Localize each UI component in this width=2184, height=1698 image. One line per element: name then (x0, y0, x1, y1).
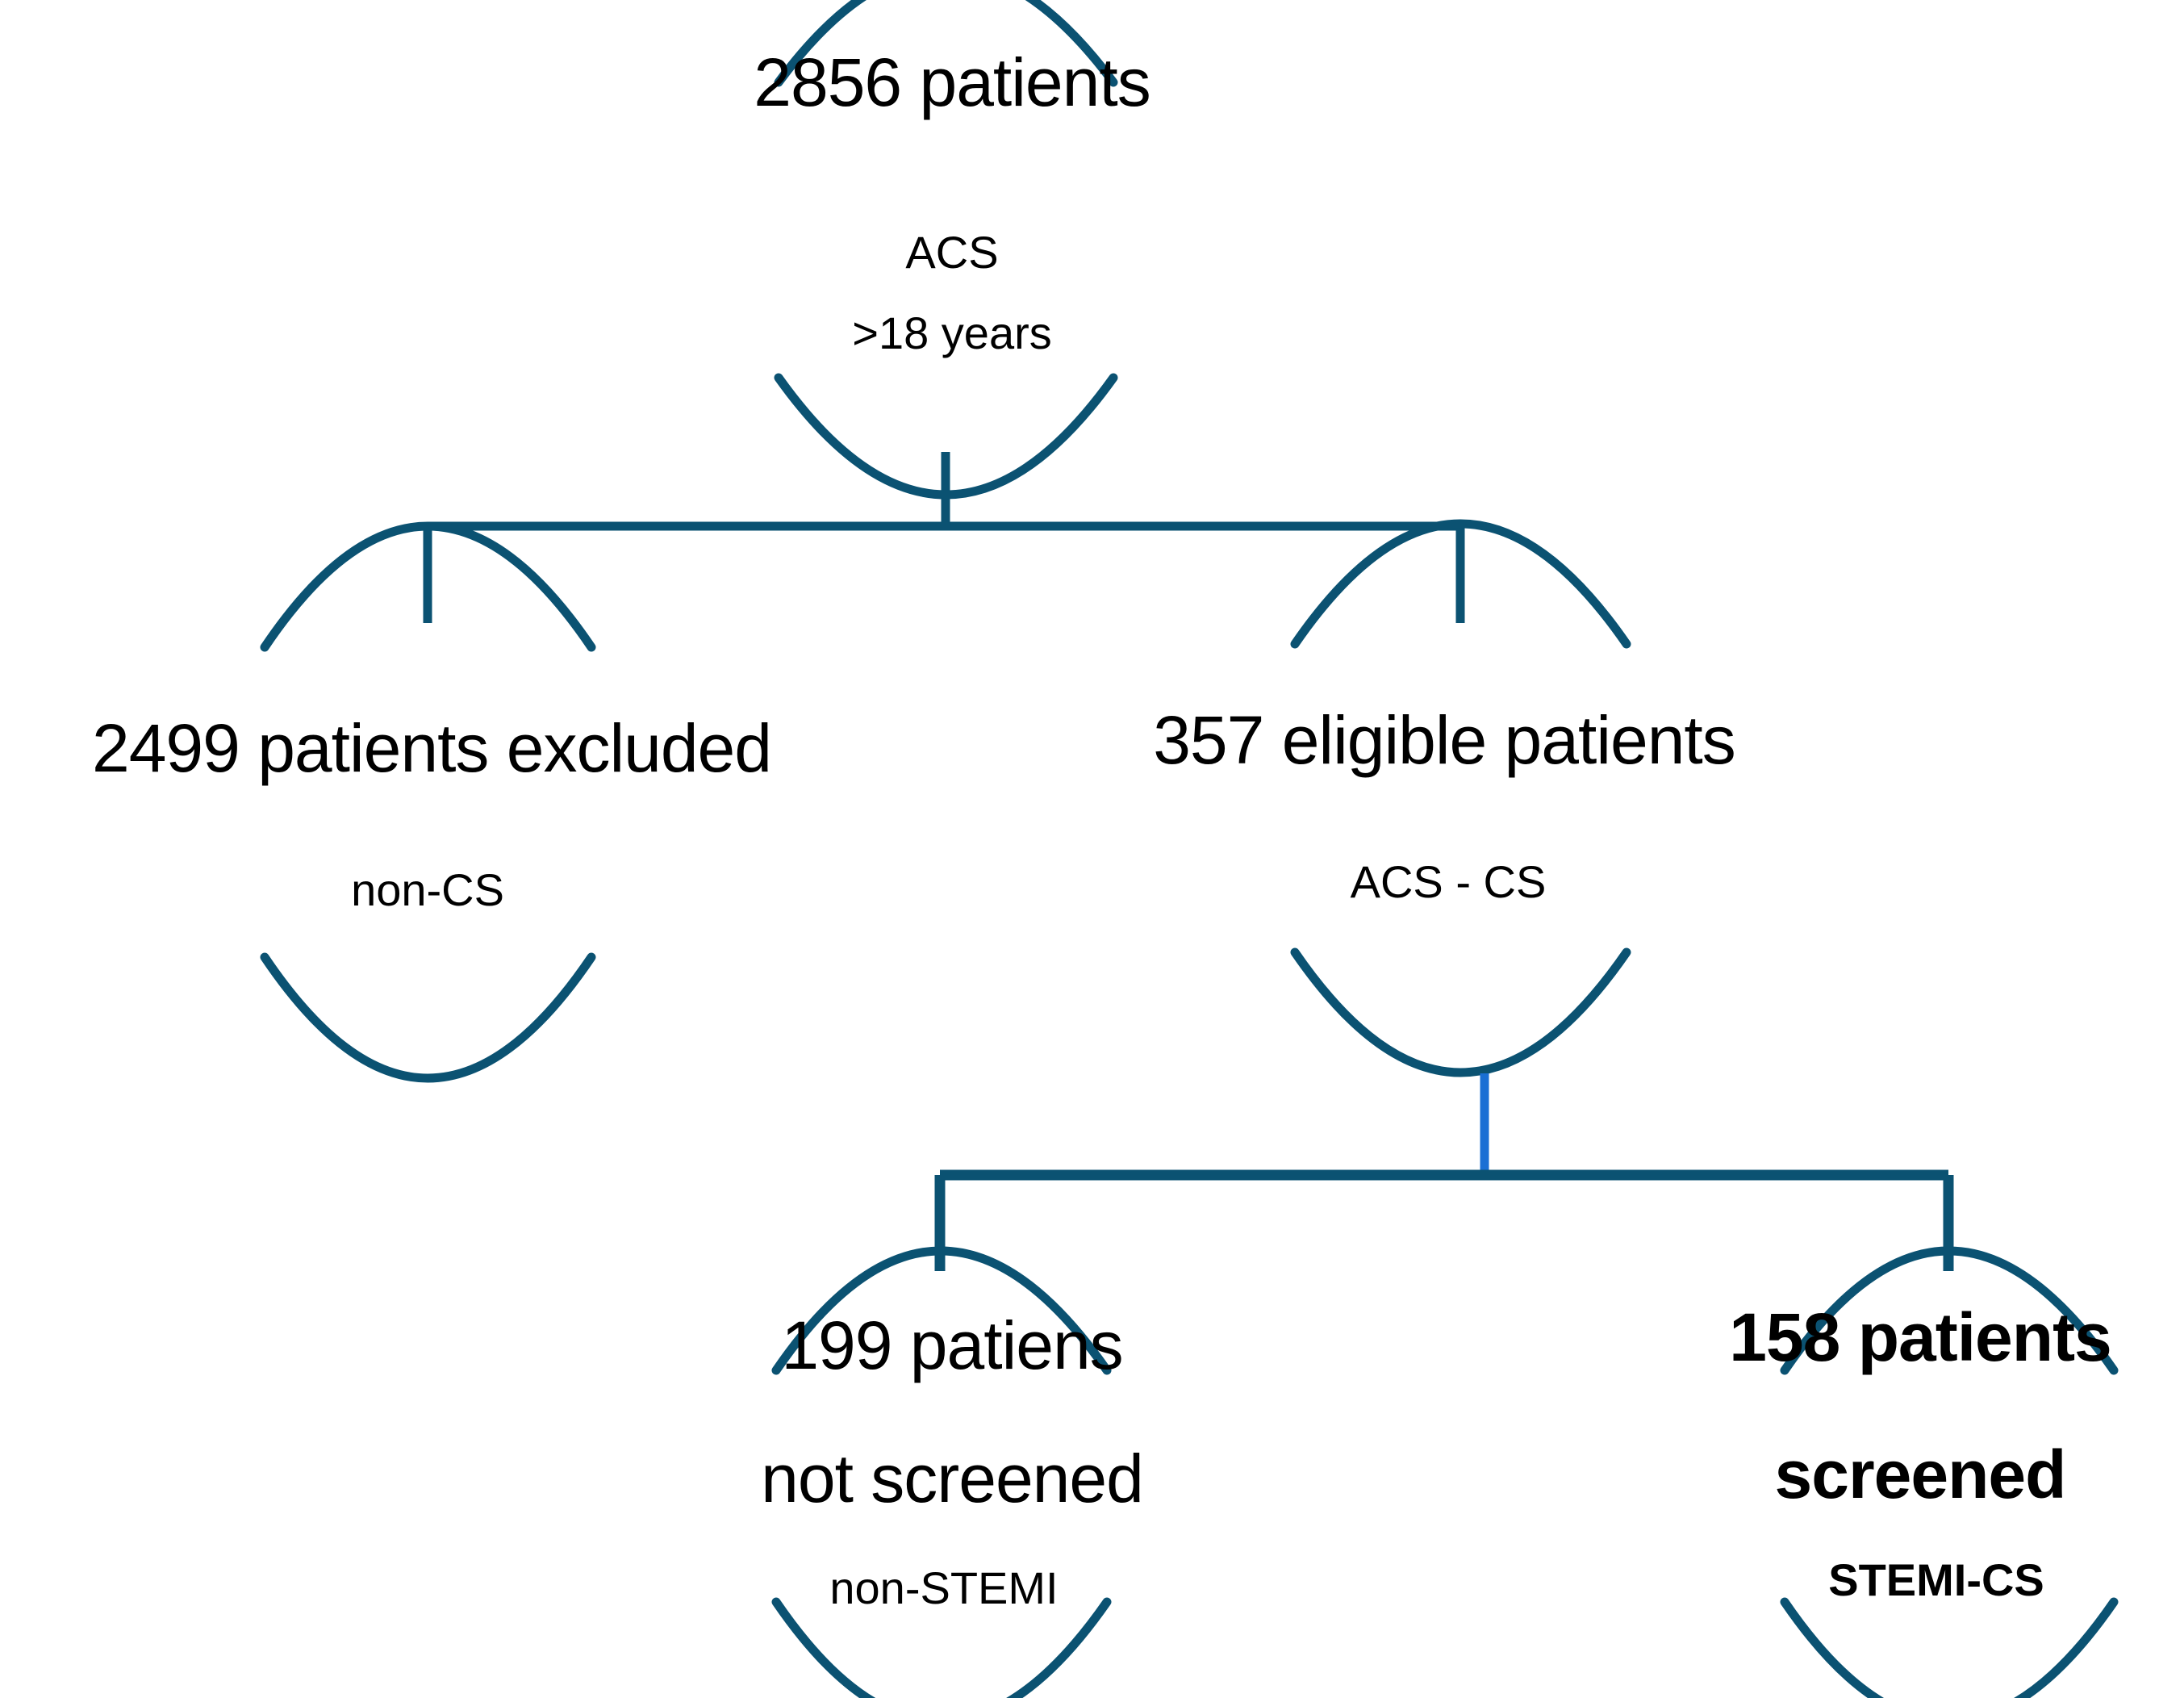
node-not-screened-title-line2: not screened (761, 1441, 1144, 1516)
node-total-cohort-title: 2856 patients (754, 44, 1150, 120)
node-screened-subtitle-1: STEMI-CS (1828, 1554, 2044, 1605)
node-screened-title-line2: screened (1774, 1437, 2067, 1512)
node-not-screened-title-line1: 199 patiens (781, 1307, 1123, 1383)
node-total-cohort-top-arc (774, 0, 1118, 87)
node-screened-title-line1: 158 patients (1729, 1299, 2112, 1375)
node-not-screened-bottom-arc (771, 1597, 1112, 1698)
node-eligible-title: 357 eligible patients (1153, 702, 1736, 778)
node-eligible-subtitle-1: ACS - CS (1350, 856, 1547, 907)
node-eligible-top-arc (1290, 519, 1631, 649)
node-not-screened-subtitle-1: non-STEMI (829, 1562, 1059, 1613)
node-excluded-subtitle-1: non-CS (351, 864, 504, 915)
node-eligible-bottom-arc (1290, 947, 1631, 1077)
node-total-cohort-subtitle-2: >18 years (852, 307, 1052, 358)
node-total-cohort-subtitle-1: ACS (905, 227, 999, 278)
node-excluded-bottom-arc (260, 952, 596, 1083)
node-screened-top-arc (1780, 1246, 2119, 1375)
node-excluded-top-arc (260, 521, 596, 652)
node-not-screened-top-arc (771, 1246, 1112, 1375)
node-excluded-title: 2499 patients excluded (92, 710, 772, 786)
node-screened-bottom-arc (1780, 1597, 2119, 1698)
